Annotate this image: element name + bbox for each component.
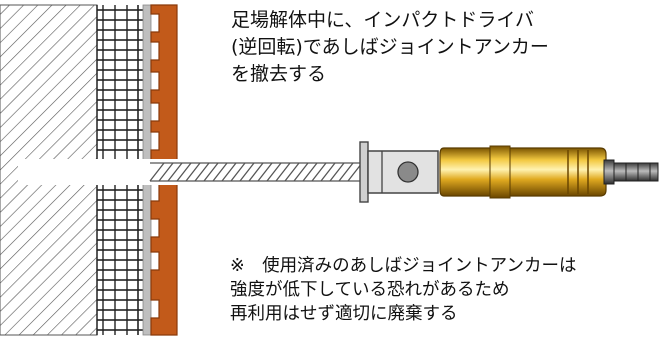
instruction-line: (逆回転)であしばジョイントアンカー: [231, 36, 549, 58]
warning-line: 強度が低下している恐れがあるため: [230, 280, 510, 300]
warning-line: 再利用はせず適切に廃棄する: [230, 304, 458, 324]
anchor-screw-icon: [149, 141, 439, 203]
driver-bit: [613, 162, 659, 182]
instruction-line: 足場解体中に、インパクトドライバ: [231, 9, 535, 31]
warning-note: ※ 使用済みのあしばジョイントアンカーは 強度が低下している恐れがあるため 再利…: [230, 254, 576, 326]
impact-driver-socket-icon: [439, 145, 615, 199]
instruction-line: を撤去する: [231, 63, 327, 85]
warning-line: ※ 使用済みのあしばジョイントアンカーは: [230, 256, 577, 276]
instruction-caption: 足場解体中に、インパクトドライバ (逆回転)であしばジョイントアンカー を撤去す…: [231, 7, 549, 88]
